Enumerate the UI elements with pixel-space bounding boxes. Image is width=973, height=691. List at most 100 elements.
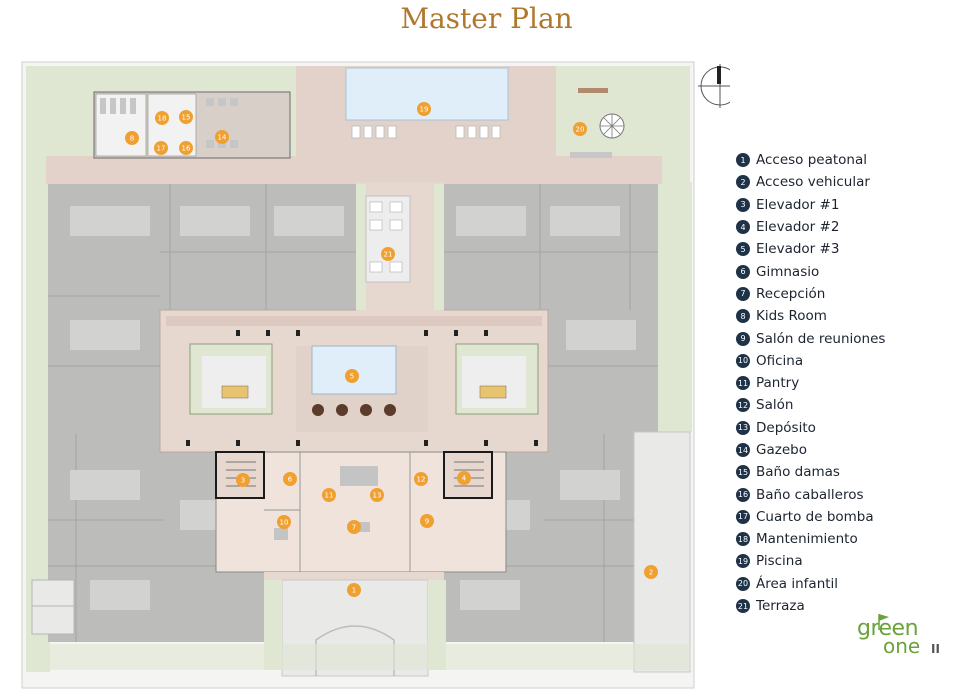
legend-label: Área infantil — [756, 575, 839, 592]
golf-flag-icon — [878, 614, 889, 630]
marker-10: 10 — [277, 515, 291, 529]
legend-label: Acceso peatonal — [756, 152, 868, 169]
marker-19: 19 — [417, 102, 431, 116]
legend-item: 13 Depósito — [736, 417, 885, 439]
legend-label: Elevador #3 — [756, 241, 840, 258]
svg-text:14: 14 — [218, 134, 227, 142]
legend-label: Pantry — [756, 375, 800, 392]
legend-label: Oficina — [756, 352, 804, 369]
marker-5: 5 — [345, 369, 359, 383]
legend-label: Gazebo — [756, 442, 807, 458]
logo-word-green: green — [857, 616, 919, 641]
legend-number-badge: 14 — [736, 443, 750, 457]
legend-label: Baño damas — [756, 464, 840, 481]
logo-word-one: one — [883, 634, 921, 658]
marker-12: 12 — [414, 472, 428, 486]
legend-item: 14 Gazebo — [736, 439, 885, 461]
legend-number-badge: 19 — [736, 554, 750, 569]
marker-2: 2 — [644, 565, 658, 579]
legend-item: 3 Elevador #1 — [736, 194, 885, 216]
marker-11: 11 — [322, 488, 336, 502]
marker-14: 14 — [215, 130, 229, 144]
marker-20: 20 — [573, 122, 587, 136]
legend-label: Piscina — [756, 553, 803, 570]
svg-text:19: 19 — [420, 106, 429, 114]
legend-label: Salón — [756, 397, 794, 414]
svg-text:2: 2 — [649, 569, 653, 577]
page-title: Master Plan — [400, 2, 573, 35]
legend-label: Kids Room — [756, 308, 827, 325]
svg-text:18: 18 — [158, 115, 167, 123]
legend-item: 2 Acceso vehicular — [736, 171, 885, 193]
legend-label: Salón de reuniones — [756, 330, 886, 347]
marker-6: 6 — [283, 472, 297, 486]
green-one-logo: green one II — [855, 612, 945, 662]
legend-label: Acceso vehicular — [756, 174, 870, 191]
legend-item: 15 Baño damas — [736, 461, 885, 483]
legend-label: Mantenimiento — [756, 531, 858, 548]
legend-number-badge: 5 — [736, 242, 750, 257]
marker-17: 17 — [154, 141, 168, 155]
svg-text:6: 6 — [288, 476, 293, 484]
legend-number-badge: 13 — [736, 420, 750, 435]
svg-text:16: 16 — [182, 145, 191, 153]
marker-18: 18 — [155, 111, 169, 125]
legend-label: Gimnasio — [756, 263, 820, 280]
marker-7: 7 — [347, 520, 361, 534]
marker-16: 16 — [179, 141, 193, 155]
svg-text:15: 15 — [182, 114, 191, 122]
svg-text:1: 1 — [352, 587, 356, 595]
svg-text:7: 7 — [352, 524, 356, 532]
marker-1: 1 — [347, 583, 361, 597]
svg-text:5: 5 — [350, 373, 354, 381]
legend-number-badge: 9 — [736, 331, 750, 346]
svg-text:20: 20 — [576, 126, 585, 134]
legend-number-badge: 2 — [736, 175, 750, 190]
legend-number-badge: 4 — [736, 220, 750, 235]
legend-label: Depósito — [756, 419, 816, 436]
legend-item: 6 Gimnasio — [736, 260, 885, 282]
legend-label: Recepción — [756, 285, 826, 302]
marker-9: 9 — [420, 514, 434, 528]
site-plan: 1 2 3 4 5 6 7 8 9 10 11 12 13 14 15 16 1… — [21, 61, 730, 689]
legend-number-badge: 11 — [736, 376, 750, 391]
legend-item: 19 Piscina — [736, 550, 885, 572]
marker-8: 8 — [125, 131, 139, 145]
marker-15: 15 — [179, 110, 193, 124]
marker-3: 3 — [236, 473, 250, 487]
legend-item: 11 Pantry — [736, 372, 885, 394]
legend-number-badge: 8 — [736, 309, 750, 324]
legend-number-badge: 3 — [736, 197, 750, 212]
legend-item: 8 Kids Room — [736, 305, 885, 327]
legend-label: Elevador #1 — [756, 196, 840, 213]
legend-label: Elevador #2 — [756, 219, 840, 236]
logo-numeral: II — [931, 642, 940, 656]
svg-text:4: 4 — [462, 475, 467, 483]
legend-number-badge: 21 — [736, 599, 750, 614]
svg-text:13: 13 — [373, 492, 382, 500]
legend-number-badge: 6 — [736, 264, 750, 279]
marker-21: 21 — [381, 247, 395, 261]
legend-item: 4 Elevador #2 — [736, 216, 885, 238]
marker-4: 4 — [457, 471, 471, 485]
legend-label: Baño caballeros — [756, 486, 864, 503]
legend-item: 9 Salón de reuniones — [736, 327, 885, 349]
svg-text:21: 21 — [384, 251, 393, 259]
legend-item: 16 Baño caballeros — [736, 483, 885, 505]
legend-number-badge: 16 — [736, 487, 750, 502]
svg-text:10: 10 — [280, 519, 289, 527]
svg-text:17: 17 — [157, 145, 166, 153]
svg-text:11: 11 — [325, 492, 334, 500]
legend-item: 18 Mantenimiento — [736, 528, 885, 550]
legend-number-badge: 15 — [736, 465, 750, 480]
svg-text:12: 12 — [417, 476, 426, 484]
legend-number-badge: 18 — [736, 532, 750, 547]
